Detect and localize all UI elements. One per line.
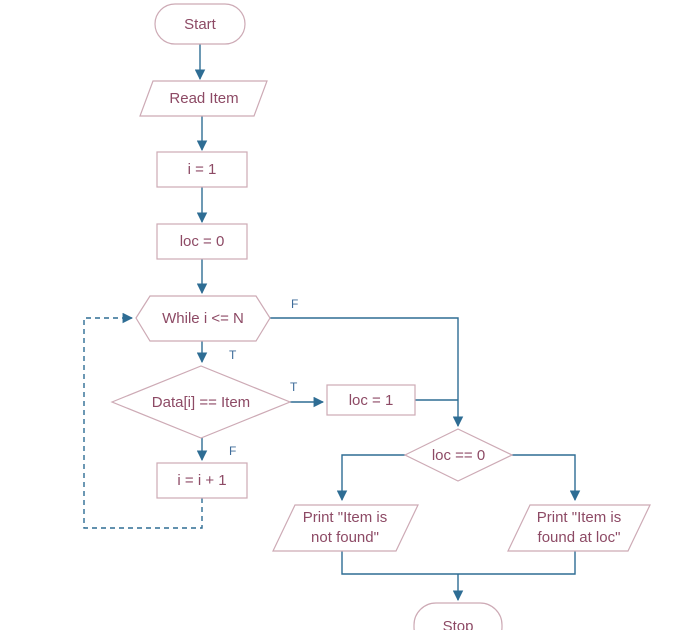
connector-merge-prints <box>341 551 576 575</box>
read-item-parallelogram-shape <box>139 80 268 117</box>
stop-terminator-shape <box>413 602 503 630</box>
init-i-process-shape <box>156 151 248 188</box>
increment-process-shape <box>156 462 248 499</box>
connector-while-false-to-check-loc <box>270 317 464 428</box>
connector-loop-back-to-while <box>83 312 203 529</box>
check-loc-decision-shape <box>403 428 514 482</box>
start-terminator-shape <box>154 3 246 45</box>
while-loop-hexagon-shape <box>135 295 271 342</box>
connector-check-loc-to-print-found <box>512 454 581 502</box>
init-loc-process-shape <box>156 223 248 260</box>
set-loc-process-shape <box>326 384 416 416</box>
connector-check-loc-to-print-not-found <box>336 454 405 502</box>
compare-decision-shape <box>110 365 292 439</box>
print-not-found-parallelogram-shape <box>272 504 419 552</box>
print-found-parallelogram-shape <box>507 504 651 552</box>
